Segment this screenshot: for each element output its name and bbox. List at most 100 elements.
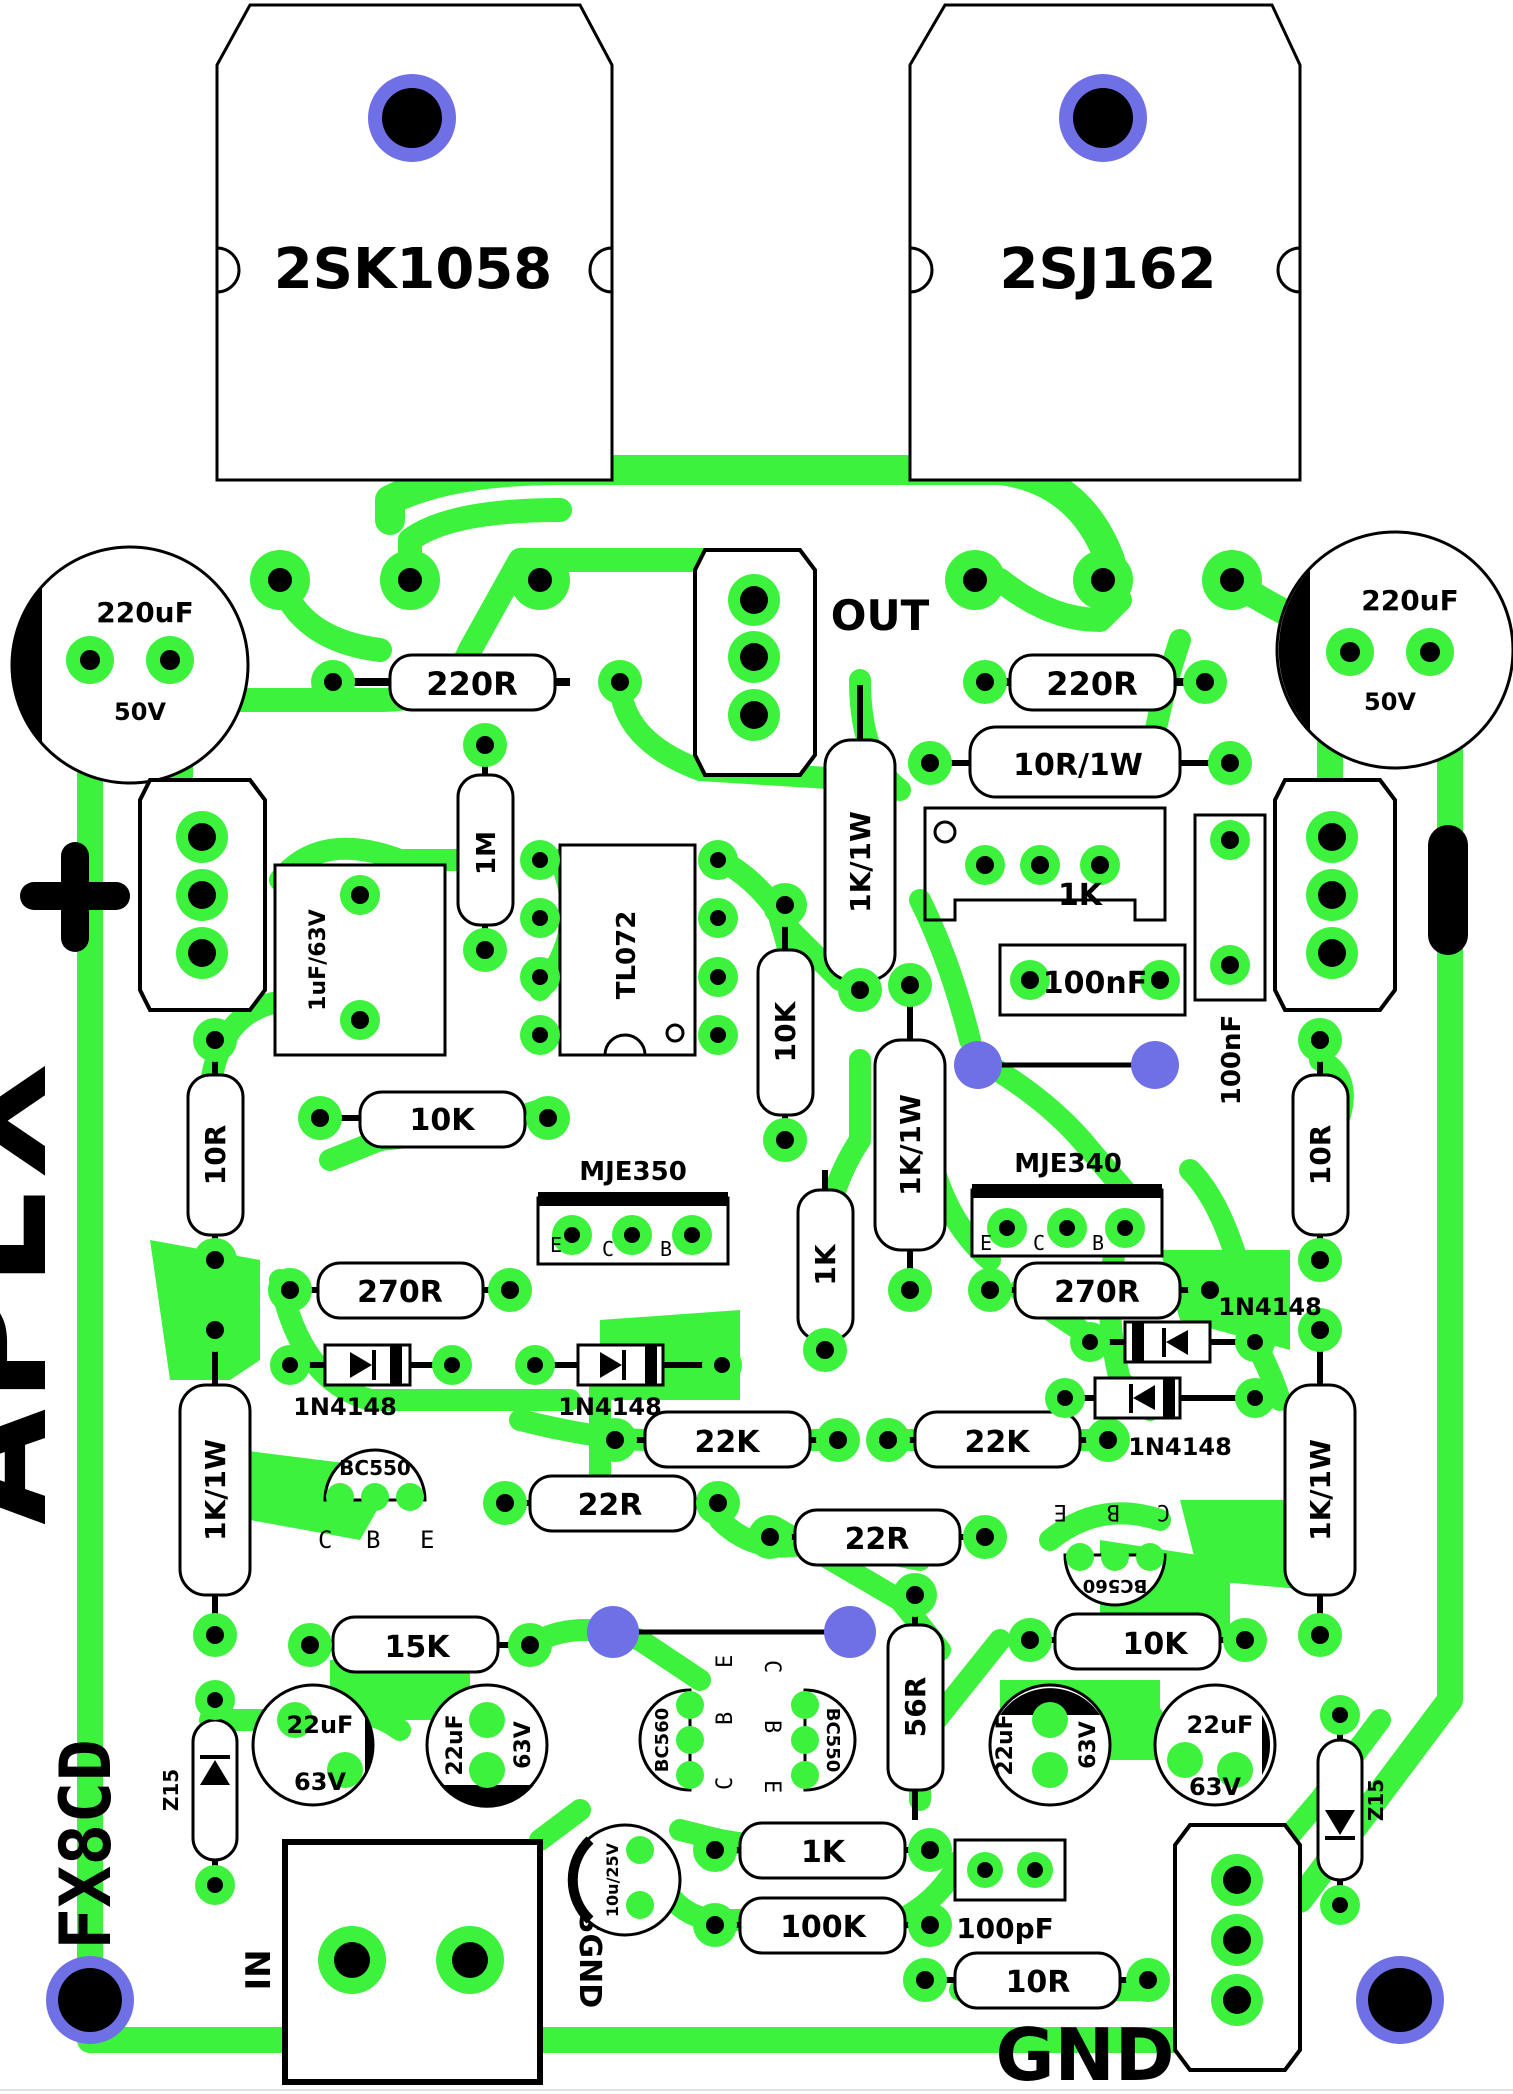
svg-text:C: C <box>759 1660 784 1673</box>
resistor-10r-left: 10R <box>186 1018 245 1282</box>
svg-text:Z15: Z15 <box>1364 1779 1388 1821</box>
power-transistor-2sk1058: 2SK1058 <box>215 3 614 482</box>
svg-text:100nF: 100nF <box>1043 966 1147 1001</box>
plus-symbol <box>20 842 130 952</box>
resistor-10k-vertical: 10K <box>756 883 815 1162</box>
cap-voltage: 50V <box>1364 688 1416 716</box>
brand-apex: APEX <box>0 1057 81 1525</box>
svg-text:1K/1W: 1K/1W <box>844 811 877 913</box>
driver-mje350: MJE350 E C B <box>536 1157 730 1266</box>
svg-text:10K: 10K <box>410 1103 477 1138</box>
resistor-1k-1w-top: 1K/1W <box>823 685 897 1012</box>
resistor-1k-bottom: 1K <box>693 1821 952 1880</box>
terminal-in: IN SGND <box>239 1839 607 2085</box>
svg-text:22K: 22K <box>965 1425 1032 1460</box>
svg-text:MJE340: MJE340 <box>1014 1149 1122 1179</box>
resistor-22k-left: 22K <box>593 1410 860 1469</box>
capacitor-220uf-right: 220uF 50V <box>1275 530 1513 770</box>
svg-text:220R: 220R <box>1046 665 1137 703</box>
resistor-10r-bottom: 10R <box>903 1951 1170 2010</box>
svg-text:1N4148: 1N4148 <box>1128 1433 1232 1461</box>
svg-text:56R: 56R <box>899 1677 932 1738</box>
svg-text:BC560: BC560 <box>1083 1575 1148 1596</box>
svg-text:22uF: 22uF <box>1187 1711 1254 1739</box>
svg-text:1K/1W: 1K/1W <box>1304 1439 1337 1541</box>
resistor-22r-left: 22R <box>483 1474 740 1533</box>
resistor-220r-right: 220R <box>963 653 1227 712</box>
resistor-270r-right: 270R <box>968 1261 1232 1320</box>
svg-text:63V: 63V <box>1189 1773 1241 1801</box>
svg-text:22R: 22R <box>845 1522 910 1557</box>
svg-text:10R: 10R <box>1304 1125 1337 1186</box>
svg-text:C: C <box>318 1526 332 1554</box>
svg-text:E: E <box>420 1526 434 1554</box>
mounting-slot <box>1428 825 1468 955</box>
svg-text:1uF/63V: 1uF/63V <box>306 909 331 1011</box>
transistor-bc560-right: BC560 E B C <box>1054 1499 1170 1607</box>
svg-text:BC560: BC560 <box>652 1708 673 1773</box>
resistor-270r-left: 270R <box>268 1261 532 1320</box>
out-label: OUT <box>831 591 930 640</box>
svg-text:E: E <box>713 1655 738 1668</box>
transistor-bc550-mid: BC550 C B E <box>759 1660 857 1793</box>
transistor-label: 2SJ162 <box>999 237 1216 302</box>
svg-text:22K: 22K <box>695 1425 762 1460</box>
svg-text:1N4148: 1N4148 <box>558 1393 662 1421</box>
svg-text:B: B <box>713 1712 738 1725</box>
resistor-220r-left: 220R <box>311 653 642 712</box>
svg-text:Z15: Z15 <box>159 1769 183 1811</box>
svg-text:1K/1W: 1K/1W <box>199 1439 232 1541</box>
terminal-v-plus <box>1273 778 1397 1012</box>
driver-mje340: MJE340 E C B <box>970 1149 1164 1258</box>
transistor-label: 2SK1058 <box>274 237 553 302</box>
diodes: 1N4148 1N4148 1N4148 <box>270 1293 1322 1461</box>
svg-text:1K: 1K <box>809 1243 842 1285</box>
jumpers <box>587 1041 1179 1658</box>
resistor-22r-right: 22R <box>748 1508 1007 1567</box>
model-label: FX8CD <box>45 1739 127 1950</box>
svg-text:63V: 63V <box>294 1768 346 1796</box>
svg-text:10K: 10K <box>1123 1627 1190 1662</box>
svg-text:10K: 10K <box>769 1000 802 1062</box>
terminal-gnd: GND <box>995 1823 1302 2094</box>
svg-text:C: C <box>602 1237 614 1261</box>
svg-text:10R: 10R <box>1006 1965 1071 2000</box>
svg-text:B: B <box>1107 1499 1120 1524</box>
svg-text:1K/1W: 1K/1W <box>894 1094 927 1196</box>
zener-right: Z15 <box>1316 1695 1388 1925</box>
terminal-out: OUT <box>693 548 930 777</box>
svg-text:BC550: BC550 <box>822 1708 843 1773</box>
resistor-1k-1w-left: 1K/1W <box>178 1308 252 1657</box>
svg-text:E: E <box>980 1231 992 1255</box>
capacitor-22uf-left-b: 22uF 63V <box>425 1683 549 1808</box>
capacitor-10u-25v: 10u/25V <box>567 1823 682 1937</box>
svg-text:220R: 220R <box>426 665 517 703</box>
diode-1n4148-1: 1N4148 <box>270 1343 472 1421</box>
svg-text:TL072: TL072 <box>612 911 642 1000</box>
capacitor-220uf-left: 220uF 50V <box>10 545 250 785</box>
diode-1n4148-4: 1N4148 <box>1045 1376 1275 1461</box>
svg-text:1K: 1K <box>801 1835 847 1870</box>
svg-text:63V: 63V <box>1076 1721 1101 1769</box>
cap-voltage: 50V <box>114 698 166 726</box>
resistor-56r: 56R <box>886 1573 945 1820</box>
svg-text:C: C <box>1157 1499 1170 1524</box>
svg-text:15K: 15K <box>385 1630 452 1665</box>
svg-text:63V: 63V <box>511 1721 536 1769</box>
top-pad-row <box>250 550 1262 610</box>
mounting-holes <box>46 1956 1444 2044</box>
transistor-bc550-left: BC550 C B E <box>318 1448 434 1554</box>
svg-text:270R: 270R <box>357 1275 443 1310</box>
resistor-15k: 15K <box>288 1615 552 1674</box>
capacitor-1uf: 1uF/63V <box>273 863 447 1057</box>
svg-text:MJE350: MJE350 <box>579 1157 687 1187</box>
svg-text:B: B <box>660 1237 672 1261</box>
svg-text:10R/1W: 10R/1W <box>1013 748 1143 783</box>
in-label: IN <box>239 1949 279 1990</box>
capacitor-100pf: 100pF <box>953 1838 1067 1945</box>
svg-text:1M: 1M <box>472 831 502 875</box>
svg-text:10u/25V: 10u/25V <box>603 1842 622 1917</box>
resistor-1k-mid: 1K <box>796 1170 855 1372</box>
ic-pins <box>520 840 738 1055</box>
